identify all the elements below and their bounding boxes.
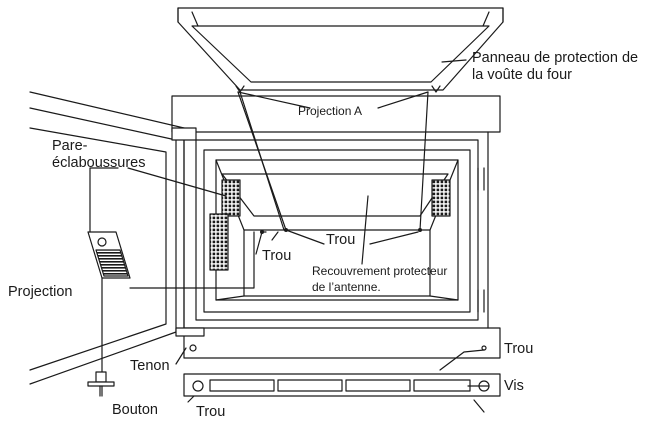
vent-left xyxy=(221,179,241,217)
antenna-cover-label: Recouvrement protecteur de l’antenne. xyxy=(312,264,448,295)
hole-label-bottom: Trou xyxy=(196,404,226,420)
splash-guard xyxy=(87,231,131,373)
hole-label-center: Trou xyxy=(326,232,356,248)
side-vent xyxy=(209,213,229,271)
panel-label: Panneau de protection de la voûte du fou… xyxy=(472,50,639,83)
oven-door xyxy=(29,91,205,385)
projection-label: Projection xyxy=(8,284,73,300)
hole-label-right: Trou xyxy=(504,341,534,357)
knob xyxy=(87,371,115,397)
vent-right xyxy=(431,179,451,217)
projection-a-label: Projection A xyxy=(298,104,363,118)
knob-label: Bouton xyxy=(112,402,158,418)
screw-label: Vis xyxy=(504,378,524,394)
hole-label-left: Trou xyxy=(262,248,292,264)
splash-guard-label: Pare-éclaboussures xyxy=(52,138,146,171)
tenon-label: Tenon xyxy=(130,358,170,374)
ceiling-panel xyxy=(177,7,504,93)
